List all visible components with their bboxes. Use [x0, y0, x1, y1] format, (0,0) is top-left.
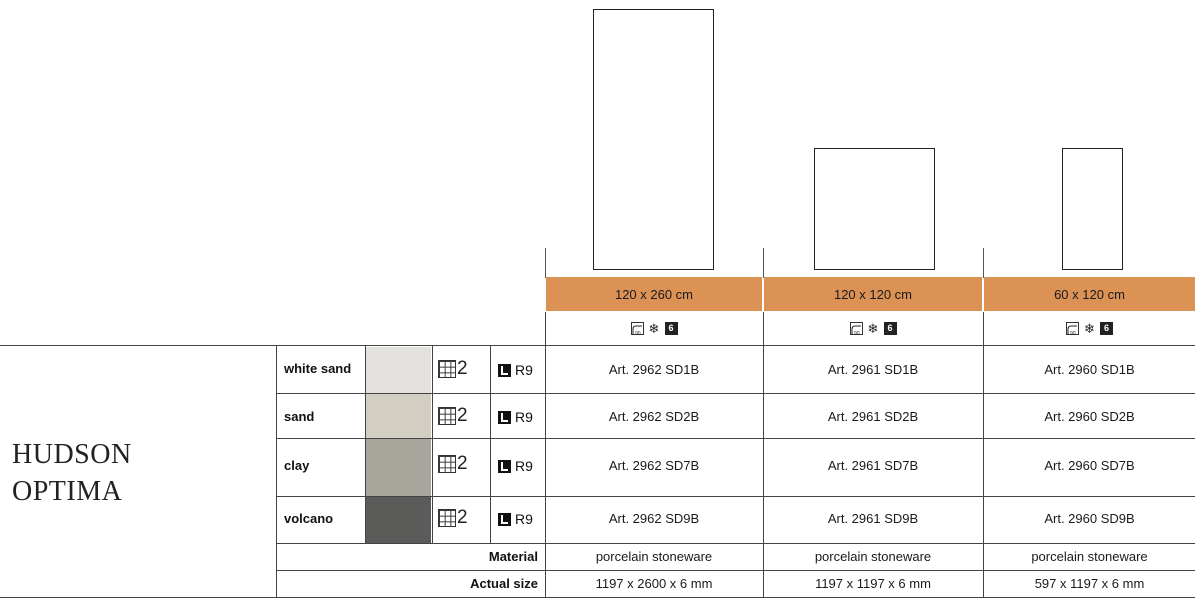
rectified-90-icon: 90	[1066, 321, 1079, 337]
svg-text:90: 90	[635, 331, 641, 336]
slip-rating: R9	[498, 409, 533, 425]
svg-text:90: 90	[1070, 331, 1076, 336]
slip-resistance-icon	[498, 459, 511, 473]
color-name: sand	[284, 409, 315, 424]
row-divider	[276, 393, 1195, 394]
format-icons: 90 ❄ 6	[764, 312, 982, 344]
article-code: Art. 2960 SD7B	[1044, 458, 1135, 473]
article-code: Art. 2962 SD1B	[608, 362, 700, 377]
column-divider	[545, 248, 546, 278]
article-code: Art. 2962 SD7B	[608, 458, 700, 473]
article-code: Art. 2960 SD1B	[1044, 362, 1135, 377]
column-divider	[983, 248, 984, 278]
actual-size-value: 597 x 1197 x 6 mm	[1034, 576, 1145, 591]
frost-resistant-icon: ❄	[1084, 320, 1095, 336]
collection-name-line1: HUDSON	[12, 439, 132, 470]
row-divider	[276, 496, 1195, 497]
shade-variation: 2	[438, 454, 468, 473]
column-divider	[432, 345, 433, 543]
shade-variation-icon	[438, 360, 456, 378]
row-divider	[276, 438, 1195, 439]
format-icons: 90 ❄ 6	[984, 312, 1195, 344]
material-value: porcelain stoneware	[1031, 549, 1148, 564]
column-divider	[545, 312, 546, 597]
thickness-6-icon: 6	[883, 321, 897, 335]
collection-name: HUDSON OPTIMA	[12, 436, 132, 510]
color-swatch	[366, 439, 431, 496]
frost-resistant-icon: ❄	[648, 320, 660, 336]
shade-variation-icon	[438, 407, 456, 425]
actual-size-value: 1197 x 1197 x 6 mm	[815, 576, 931, 591]
table-border-top	[0, 345, 1195, 346]
column-divider	[490, 345, 491, 543]
color-swatch	[366, 394, 431, 438]
actual-size-value: 1197 x 2600 x 6 mm	[595, 576, 713, 591]
color-swatch	[366, 497, 431, 543]
rectified-90-icon: 90	[630, 321, 644, 337]
column-divider	[365, 345, 366, 543]
column-divider	[983, 312, 984, 597]
shade-variation: 2	[438, 359, 468, 378]
rectified-90-icon: 90	[849, 321, 863, 337]
slip-resistance-icon	[498, 363, 511, 377]
tile-outline-120x260	[593, 9, 714, 270]
shade-variation-icon	[438, 455, 456, 473]
row-divider	[276, 570, 1195, 571]
column-divider	[276, 345, 277, 597]
material-value: porcelain stoneware	[814, 549, 932, 564]
format-size-header: 60 x 120 cm	[984, 277, 1195, 311]
slip-rating: R9	[498, 362, 533, 378]
frost-resistant-icon: ❄	[867, 320, 879, 336]
column-divider	[763, 312, 764, 597]
color-name: clay	[284, 458, 310, 473]
slip-rating: R9	[498, 511, 533, 527]
color-swatch	[366, 347, 431, 393]
color-name: white sand	[284, 361, 352, 376]
color-name: volcano	[284, 511, 334, 526]
slip-rating: R9	[498, 458, 533, 474]
actual-size-label: Actual size	[470, 576, 538, 591]
article-code: Art. 2961 SD9B	[827, 511, 919, 526]
slip-resistance-icon	[498, 512, 511, 526]
article-code: Art. 2962 SD9B	[608, 511, 700, 526]
format-icons: 90 ❄ 6	[546, 312, 762, 344]
article-code: Art. 2960 SD2B	[1044, 409, 1135, 424]
shade-variation: 2	[438, 508, 468, 527]
row-divider	[276, 543, 1195, 544]
slip-resistance-icon	[498, 410, 511, 424]
tile-outline-120x120	[814, 148, 935, 270]
format-size-header: 120 x 260 cm	[546, 277, 762, 311]
column-divider	[763, 248, 764, 278]
article-code: Art. 2961 SD1B	[827, 362, 919, 377]
article-code: Art. 2961 SD2B	[827, 409, 919, 424]
article-code: Art. 2962 SD2B	[608, 409, 700, 424]
material-value: porcelain stoneware	[595, 549, 713, 564]
thickness-6-icon: 6	[664, 321, 678, 335]
format-size-header: 120 x 120 cm	[764, 277, 982, 311]
article-code: Art. 2961 SD7B	[827, 458, 919, 473]
table-border-bottom	[0, 597, 1195, 598]
material-label: Material	[488, 549, 538, 564]
shade-variation-icon	[438, 509, 456, 527]
thickness-6-icon: 6	[1100, 321, 1113, 335]
tile-outline-60x120	[1062, 148, 1123, 270]
collection-name-line2: OPTIMA	[12, 476, 123, 507]
svg-text:90: 90	[854, 331, 860, 336]
shade-variation: 2	[438, 406, 468, 425]
article-code: Art. 2960 SD9B	[1044, 511, 1135, 526]
